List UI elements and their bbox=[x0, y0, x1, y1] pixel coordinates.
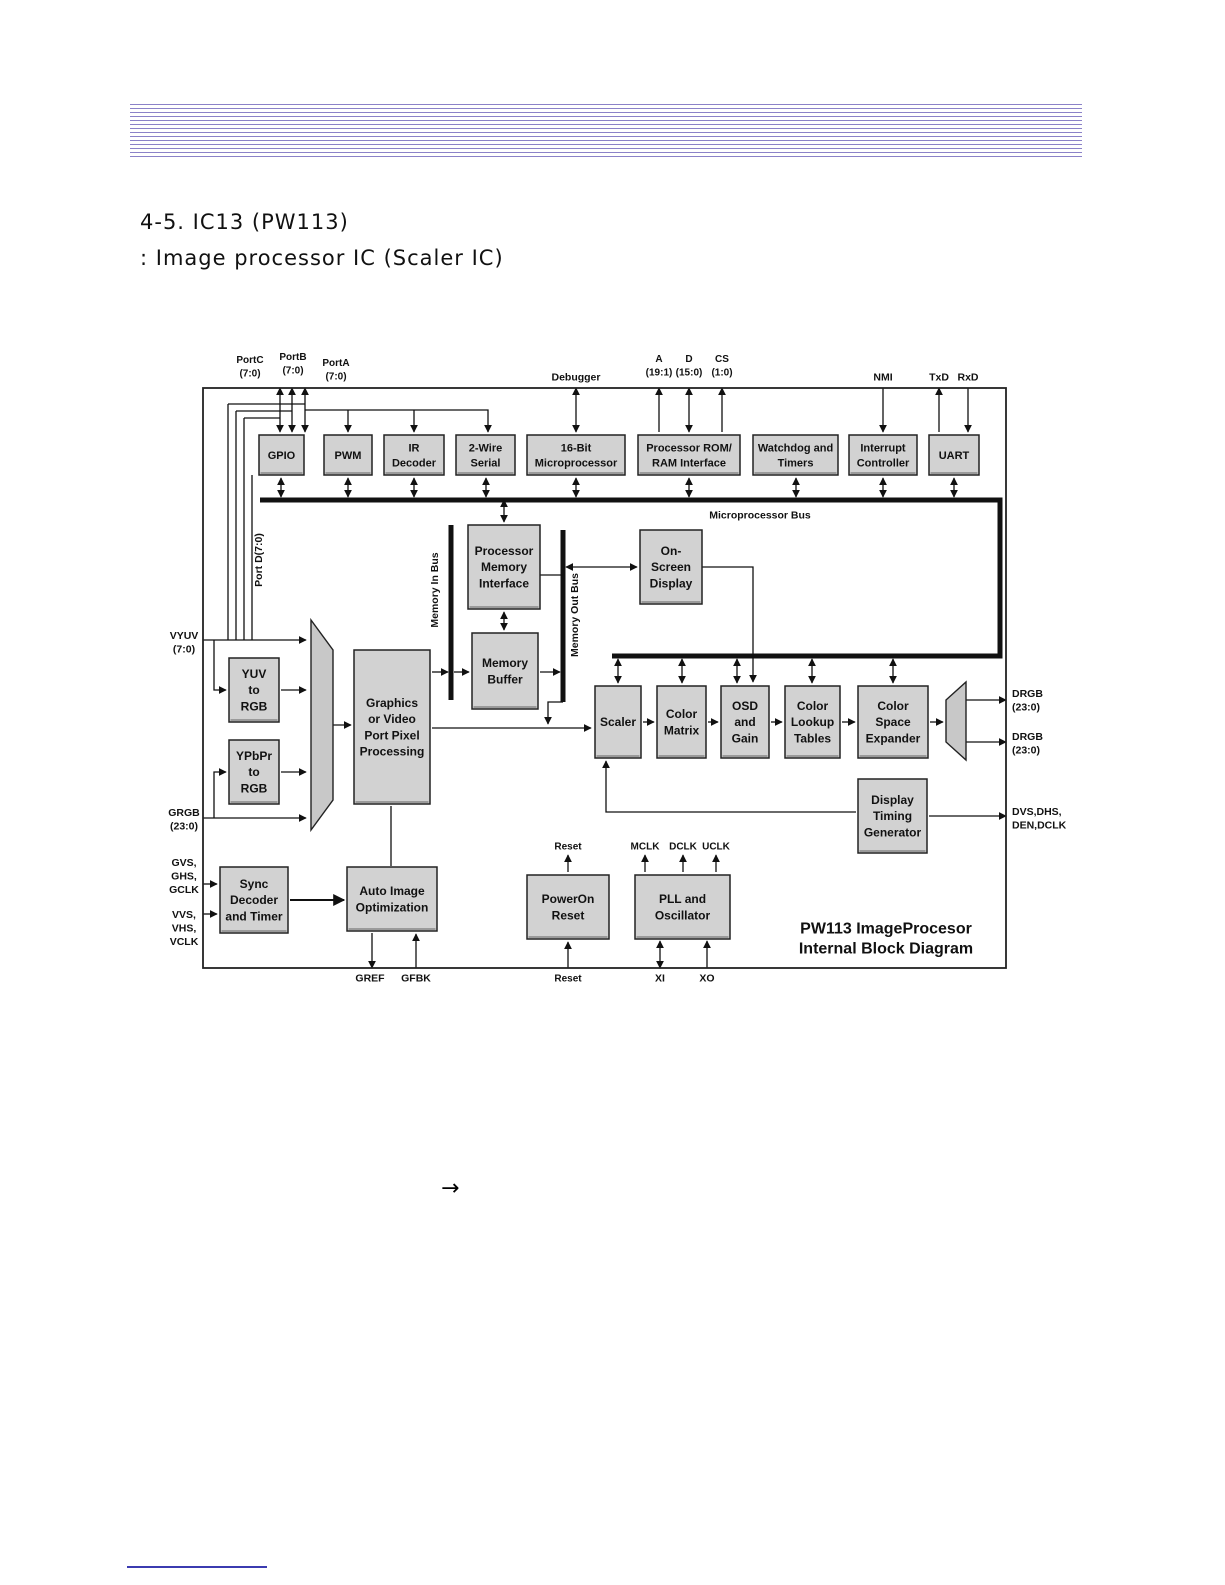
gref-pin-label: GREF bbox=[355, 973, 385, 985]
rom-ram-interface-block: Processor ROM/RAM Interface bbox=[637, 434, 741, 476]
uart-label: UART bbox=[939, 450, 970, 462]
porta-pin-label: PortA(7:0) bbox=[322, 358, 349, 383]
portb-pin-label: PortB(7:0) bbox=[279, 352, 306, 377]
reset-top-pin-label: Reset bbox=[554, 842, 582, 853]
xo-pin-label: XO bbox=[699, 973, 714, 985]
memory-in-bus-label: Memory In Bus bbox=[429, 552, 441, 627]
gpio-label: GPIO bbox=[268, 450, 296, 462]
grgb-pin-label: GRGB(23:0) bbox=[168, 807, 200, 833]
drgb-1-pin-label: DRGB(23:0) bbox=[1012, 688, 1043, 714]
xi-pin-label: XI bbox=[655, 973, 665, 985]
uart-block: UART bbox=[928, 434, 980, 476]
scaler-label: Scaler bbox=[600, 715, 636, 729]
arrow-note: → bbox=[441, 1176, 460, 1201]
rxd-pin-label: RxD bbox=[957, 372, 978, 384]
input-mux bbox=[310, 617, 334, 833]
portc-pin-label: PortC(7:0) bbox=[236, 355, 263, 380]
mclk-pin-label: MCLK bbox=[631, 842, 661, 853]
nmi-pin-label: NMI bbox=[873, 372, 892, 384]
header-rule-band bbox=[130, 104, 1082, 160]
reset-bottom-pin-label: Reset bbox=[554, 974, 582, 985]
cs-pin-label: CS(1:0) bbox=[711, 354, 732, 379]
memory-out-bus-label: Memory Out Bus bbox=[569, 573, 581, 657]
gfbk-pin-label: GFBK bbox=[401, 973, 431, 985]
vsync-pin-label: VVS,VHS,VCLK bbox=[170, 909, 199, 948]
gsync-pin-label: GVS,GHS,GCLK bbox=[169, 857, 199, 896]
addr-pin-label: A(19:1) bbox=[646, 354, 673, 379]
drgb-2-pin-label: DRGB(23:0) bbox=[1012, 731, 1043, 757]
scaler-block: Scaler bbox=[594, 685, 642, 759]
debugger-pin-label: Debugger bbox=[551, 372, 600, 384]
display-sync-pin-label: DVS,DHS,DEN,DCLK bbox=[1012, 806, 1067, 832]
dclk-pin-label: DCLK bbox=[669, 842, 698, 853]
vyuv-pin-label: VYUV(7:0) bbox=[170, 630, 199, 656]
pwm-block: PWM bbox=[323, 434, 373, 476]
pwm-label: PWM bbox=[335, 450, 362, 462]
uclk-pin-label: UCLK bbox=[702, 842, 731, 853]
txd-pin-label: TxD bbox=[929, 372, 949, 384]
footer-link-line bbox=[127, 1566, 267, 1568]
gpio-block: GPIO bbox=[258, 434, 305, 476]
port-d-label: Port D(7:0) bbox=[253, 533, 265, 587]
section-subtitle: : Image processor IC (Scaler IC) bbox=[140, 246, 504, 270]
chip-outline bbox=[202, 387, 1007, 969]
data-pin-label: D(15:0) bbox=[676, 354, 703, 379]
section-title: 4-5. IC13 (PW113) bbox=[140, 210, 349, 234]
microprocessor-bus-label: Microprocessor Bus bbox=[709, 510, 811, 522]
output-mux bbox=[945, 680, 967, 762]
rom-ram-interface-label: Processor ROM/RAM Interface bbox=[646, 442, 732, 469]
